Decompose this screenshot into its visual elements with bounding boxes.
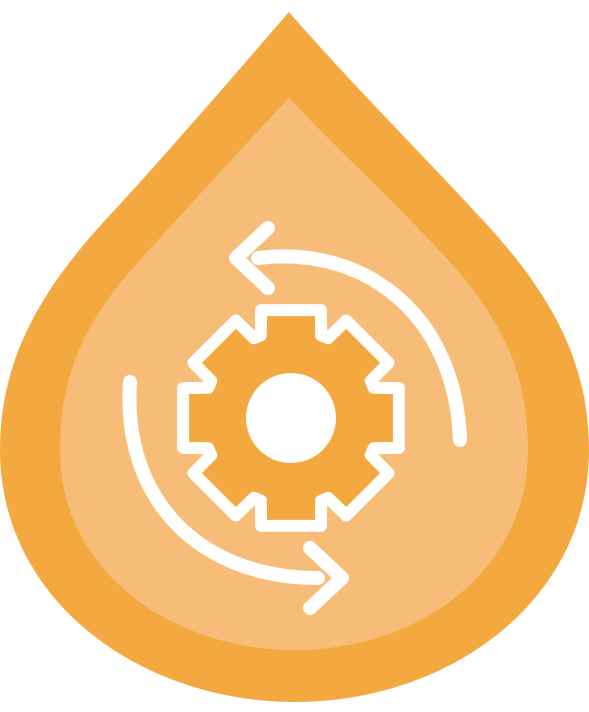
gear-icon	[177, 304, 405, 532]
circular-arrow-top-icon	[229, 221, 467, 447]
circular-arrow-bottom-icon	[122, 375, 349, 615]
gear-hub	[246, 373, 336, 463]
